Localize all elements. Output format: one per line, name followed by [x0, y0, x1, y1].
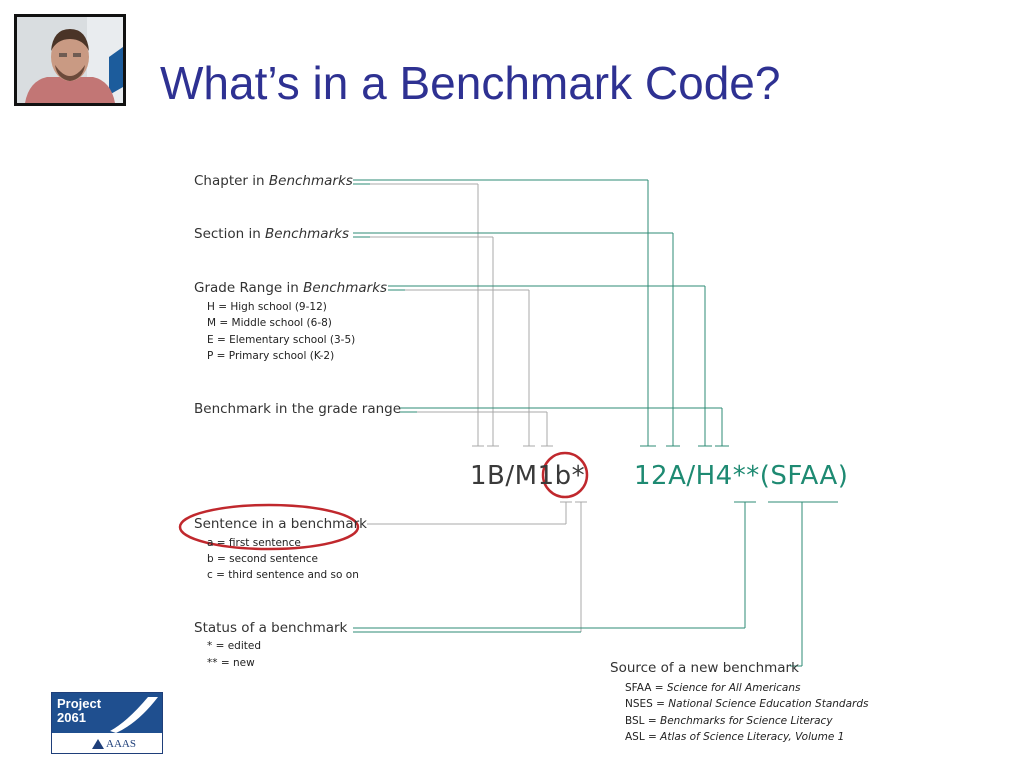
project-2061-logo: Project 2061 AAAS [51, 692, 163, 754]
sentence-highlight-circle [178, 503, 360, 551]
logo-swoosh-icon [92, 697, 158, 749]
logo-org: AAAS [106, 738, 136, 750]
source-item: ASL = Atlas of Science Literacy, Volume … [625, 731, 845, 743]
status-label: Status of a benchmark [194, 620, 348, 636]
sentence-label: Sentence in a benchmark [194, 516, 367, 532]
grade-item: H = High school (9-12) [207, 301, 327, 313]
source-label: Source of a new benchmark [610, 660, 799, 676]
grade-item: E = Elementary school (3-5) [207, 334, 356, 346]
presenter-photo [14, 14, 126, 106]
sentence-item: a = first sentence [207, 537, 301, 549]
grade-item: M = Middle school (6-8) [207, 317, 332, 329]
sentence-item: b = second sentence [207, 553, 318, 565]
logo-text: Project 2061 [57, 697, 101, 725]
benchmark-code-green: 12A/H4**(SFAA) [634, 461, 849, 491]
source-item: SFAA = Science for All Americans [625, 682, 801, 694]
grade-item: P = Primary school (K-2) [207, 350, 335, 362]
section-label: Section in Benchmarks [194, 226, 349, 242]
sentence-item: c = third sentence and so on [207, 569, 359, 581]
source-item: BSL = Benchmarks for Science Literacy [625, 715, 833, 727]
logo-line-1: Project [57, 696, 102, 711]
logo-line-2: 2061 [57, 710, 86, 725]
code-highlight-circle [541, 451, 589, 499]
benchmark-grade-label: Benchmark in the grade range [194, 401, 402, 417]
source-item: NSES = National Science Education Standa… [625, 698, 869, 710]
slide-title: What’s in a Benchmark Code? [160, 57, 781, 109]
chapter-label: Chapter in Benchmarks [194, 173, 353, 189]
grade-range-label: Grade Range in Benchmarks [194, 280, 388, 296]
status-item: * = edited [207, 640, 262, 652]
benchmark-code-gray: 1B/M1b* [470, 461, 586, 491]
status-item: ** = new [207, 657, 255, 669]
